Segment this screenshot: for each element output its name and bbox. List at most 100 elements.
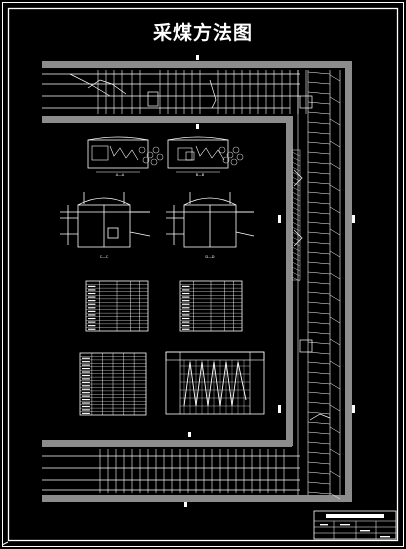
drawing-line	[307, 451, 331, 455]
drawing-line	[329, 272, 341, 280]
drawing-line	[329, 162, 341, 170]
drawing-line	[307, 431, 331, 435]
table-cell-mark	[88, 310, 96, 312]
drawing-line	[307, 71, 331, 75]
drawing-line	[307, 391, 331, 395]
drawing-line	[307, 211, 331, 215]
top-band-hatch	[97, 70, 307, 114]
table-cell-mark	[88, 328, 96, 330]
drawing-line	[291, 266, 301, 272]
face-support-strip	[291, 149, 301, 281]
table-cell-mark	[182, 292, 190, 295]
roadways	[42, 61, 352, 502]
drawing-line	[307, 101, 331, 105]
table-cell-mark	[88, 314, 96, 316]
table-cell-mark	[82, 371, 90, 373]
drawing-line	[307, 251, 331, 255]
table-cell-mark	[82, 395, 90, 397]
drawing-line	[329, 118, 341, 126]
drawing-line	[329, 426, 341, 434]
corner-mark	[1, 541, 9, 546]
drawing-line	[307, 141, 331, 145]
table-cell-mark	[82, 412, 90, 414]
section-b-b	[167, 136, 244, 173]
table-cell-mark	[82, 392, 90, 394]
table-cell-mark	[182, 300, 190, 302]
drawing-line	[291, 246, 301, 252]
table-cell-mark	[88, 300, 96, 302]
drawing-line	[329, 250, 341, 258]
drawing-line	[307, 471, 331, 475]
drawing-line	[307, 281, 331, 285]
drawing-line	[307, 81, 331, 85]
drawing-line	[307, 301, 331, 305]
drawing-line	[307, 181, 331, 185]
drawing-line	[291, 156, 301, 162]
drawing-line	[307, 221, 331, 225]
drawing-line	[307, 271, 331, 275]
section-label-d: D—D	[205, 255, 214, 259]
drawing-line	[307, 191, 331, 195]
top-band-lines	[42, 73, 300, 109]
table-cell-mark	[182, 307, 190, 309]
drawing-line	[291, 211, 301, 217]
drawing-line	[307, 491, 331, 495]
drawing-line	[329, 470, 341, 478]
drawing-line	[307, 381, 331, 385]
bottom-haulage-roadway	[42, 440, 292, 447]
drawing-line	[307, 401, 331, 405]
drawing-line	[291, 206, 301, 212]
table-cell-mark	[182, 321, 190, 323]
drawing-line	[307, 291, 331, 295]
inner-border	[7, 7, 399, 542]
cycle-operation-chart	[165, 351, 265, 415]
right-face-band	[297, 70, 341, 495]
drawing-line	[291, 176, 301, 182]
table-cell-mark	[82, 364, 90, 366]
table-cell-mark	[88, 289, 96, 291]
drawing-line	[307, 371, 331, 375]
drawing-line	[329, 492, 341, 500]
drawing-line	[291, 231, 301, 237]
table-cell-mark	[82, 367, 90, 370]
drawing-line	[307, 341, 331, 345]
drawing-line	[329, 316, 341, 324]
drawing-line	[307, 331, 331, 335]
table-cell-mark	[82, 402, 90, 404]
drawing-line	[307, 241, 331, 245]
drawing-line	[329, 294, 341, 302]
table-cell-mark	[88, 303, 96, 305]
drawing-line	[307, 361, 331, 365]
drawing-line	[291, 216, 301, 222]
drawing-line	[291, 196, 301, 202]
table-cell-mark	[88, 307, 96, 309]
drawing-line	[291, 186, 301, 192]
section-c-c	[60, 192, 151, 248]
table-cell-mark	[82, 378, 90, 380]
drawing-line	[329, 448, 341, 456]
drawing-line	[291, 271, 301, 277]
table-cell-mark	[182, 325, 190, 327]
section-label-a: A—A	[116, 173, 125, 177]
drawing-line	[291, 276, 301, 282]
top-return-roadway	[42, 116, 292, 123]
drawing-line	[291, 251, 301, 257]
drawing-line	[291, 151, 301, 157]
cycle-chart-line	[183, 361, 247, 407]
drawing-line	[291, 261, 301, 267]
drawing-line	[329, 404, 341, 412]
top-haulage-roadway	[42, 61, 352, 68]
drawing-line	[307, 261, 331, 265]
drawing-line	[291, 221, 301, 227]
drawing-line	[307, 111, 331, 115]
drawing-line	[307, 481, 331, 485]
table-cell-mark	[88, 285, 96, 287]
table-cell-mark	[82, 409, 90, 411]
drawing-line	[307, 421, 331, 425]
table-cell-mark	[82, 357, 90, 359]
drawing-line	[329, 206, 341, 214]
drawing-line	[329, 382, 341, 390]
drawing-line	[291, 256, 301, 262]
drawing-line	[329, 228, 341, 236]
